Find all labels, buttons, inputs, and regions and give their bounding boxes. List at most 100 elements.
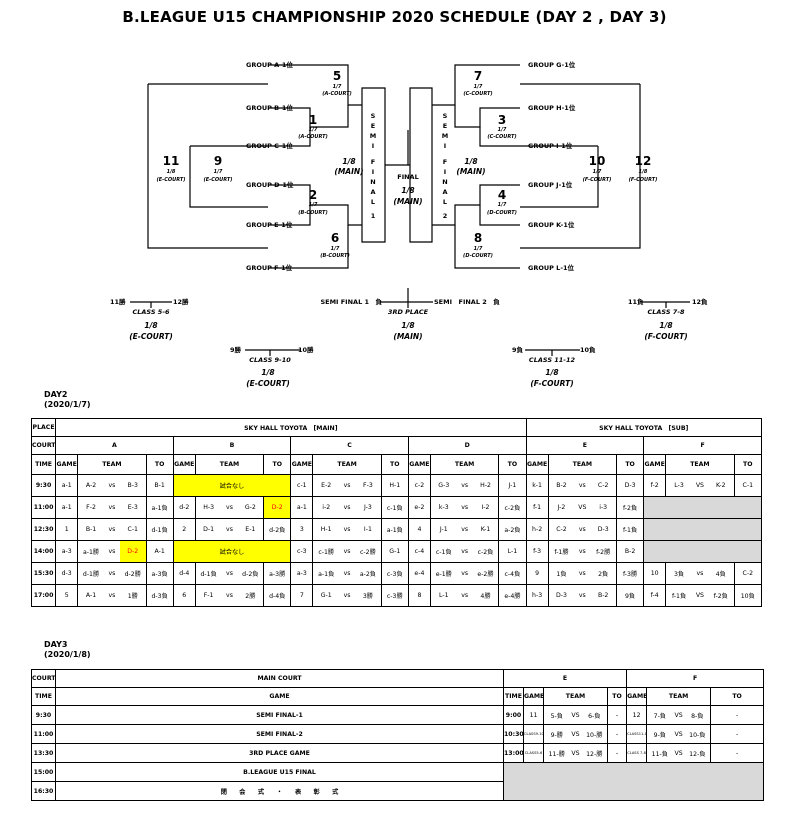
svg-text:1/8: 1/8 — [261, 368, 274, 377]
main-game-cell: 3RD PLACE GAME — [55, 743, 504, 763]
e-game-header: GAME — [523, 687, 544, 706]
group-c-label: GROUP C-1位 — [246, 141, 293, 150]
game-cell: 10 — [643, 562, 667, 585]
team-cell: F-1 — [194, 584, 222, 607]
time-cell: 12:30 — [30, 518, 57, 541]
empty-cell — [643, 540, 762, 563]
empty-cell — [502, 762, 765, 801]
svg-text:N: N — [442, 178, 447, 186]
team-header: TEAM — [312, 454, 382, 475]
vs-cell: vs — [574, 584, 591, 607]
svg-text:I: I — [372, 168, 374, 176]
game-header: GAME — [172, 454, 196, 475]
team-cell: G-1 — [312, 584, 340, 607]
svg-text:1/7: 1/7 — [593, 169, 602, 175]
e-time-cell: 13:00 — [503, 743, 524, 763]
svg-text:M: M — [442, 132, 448, 140]
svg-text:9勝: 9勝 — [230, 345, 242, 354]
team-cell: 2勝 — [237, 584, 265, 607]
to-cell: - — [710, 705, 765, 725]
class-7-8: 11負 12負 CLASS 7-8 1/8 (F-COURT) — [628, 297, 708, 341]
vs-cell: vs — [103, 562, 120, 585]
to-cell: a-1負 — [380, 518, 409, 541]
team-cell: J-3 — [355, 496, 382, 519]
svg-text:1/7: 1/7 — [309, 127, 318, 133]
svg-text:(E-COURT): (E-COURT) — [129, 332, 173, 341]
team-cell: i-3 — [590, 496, 617, 519]
main-game-cell: B.LEAGUE U15 FINAL — [55, 762, 504, 782]
day2-label: DAY2 (2020/1/7) — [44, 390, 91, 409]
game-cell: a-1 — [290, 496, 314, 519]
vs-cell: VS — [569, 743, 582, 763]
team-header: TEAM — [429, 454, 500, 475]
svg-text:L: L — [443, 198, 447, 206]
svg-text:1/7: 1/7 — [214, 169, 223, 175]
group-g-label: GROUP G-1位 — [528, 60, 576, 69]
time-cell: 14:00 — [30, 540, 57, 563]
day3-label: DAY3 (2020/1/8) — [44, 640, 91, 659]
svg-text:SEMI FINAL 1 負: SEMI FINAL 1 負 — [320, 297, 382, 306]
vs-cell: vs — [574, 518, 591, 541]
team-cell: B-2 — [590, 584, 617, 607]
svg-text:SEMI FINAL 2 負: SEMI FINAL 2 負 — [434, 297, 500, 306]
vs-cell: vs — [103, 540, 120, 563]
team-cell: 9-負 — [646, 724, 673, 744]
svg-text:11負: 11負 — [628, 297, 644, 306]
court-label: COURT — [31, 669, 56, 688]
team-cell: f-2勝 — [590, 540, 617, 563]
to-cell: c-3勝 — [380, 584, 409, 607]
team-cell: 3負 — [665, 562, 692, 585]
game-header: GAME — [55, 687, 504, 706]
svg-text:(F-COURT): (F-COURT) — [629, 177, 658, 183]
svg-text:1/8: 1/8 — [464, 157, 477, 166]
game-6: 6 1/7 (B-COURT) — [320, 231, 349, 259]
svg-text:3RD PLACE: 3RD PLACE — [388, 308, 429, 316]
vs-cell: vs — [574, 562, 591, 585]
to-cell: e-4勝 — [498, 584, 527, 607]
to-cell: d-1負 — [145, 518, 174, 541]
svg-text:(F-COURT): (F-COURT) — [583, 177, 612, 183]
team-cell: 7-負 — [646, 705, 673, 725]
to-header: TO — [733, 454, 763, 475]
to-header: TO — [498, 454, 527, 475]
svg-text:8: 8 — [474, 231, 482, 245]
vs-cell: vs — [339, 584, 356, 607]
game-10: 10 1/7 (F-COURT) — [583, 154, 612, 183]
e-time-cell: 10:30 — [503, 724, 524, 744]
e-time-header: TIME — [503, 687, 524, 706]
svg-text:FINAL: FINAL — [397, 173, 418, 181]
team-cell: J-1 — [429, 518, 457, 541]
team-cell: 5-負 — [543, 705, 570, 725]
svg-text:(B-COURT): (B-COURT) — [320, 253, 349, 259]
team-cell: 10-勝 — [581, 724, 608, 744]
svg-text:A: A — [442, 188, 447, 196]
svg-text:12: 12 — [635, 154, 652, 168]
svg-text:1/8: 1/8 — [401, 321, 414, 330]
svg-text:1/8: 1/8 — [401, 186, 414, 195]
game-7: 7 1/7 (C-COURT) — [463, 69, 492, 97]
game-cell: 2 — [172, 518, 196, 541]
game-cell: c-2 — [407, 474, 431, 497]
class-9-10: 9勝 10勝 CLASS 9-10 1/8 (E-COURT) — [230, 345, 314, 388]
svg-text:CLASS 9-10: CLASS 9-10 — [249, 356, 291, 364]
team-cell: 10-負 — [684, 724, 712, 744]
to-header: TO — [263, 454, 292, 475]
svg-text:10: 10 — [589, 154, 606, 168]
vs-cell: vs — [574, 540, 591, 563]
svg-text:5: 5 — [333, 69, 341, 83]
svg-text:7: 7 — [474, 69, 482, 83]
svg-text:1/7: 1/7 — [309, 202, 318, 208]
game-cell: e-2 — [407, 496, 431, 519]
vs-cell: vs — [339, 496, 356, 519]
game-11: 11 1/8 (E-COURT) — [156, 154, 185, 183]
team-cell: 3勝 — [355, 584, 382, 607]
vs-cell: vs — [456, 562, 473, 585]
game-cell: 9 — [525, 562, 549, 585]
game-header: GAME — [643, 454, 667, 475]
game-9: 9 1/7 (E-COURT) — [203, 154, 232, 183]
team-cell: E-3 — [119, 496, 147, 519]
